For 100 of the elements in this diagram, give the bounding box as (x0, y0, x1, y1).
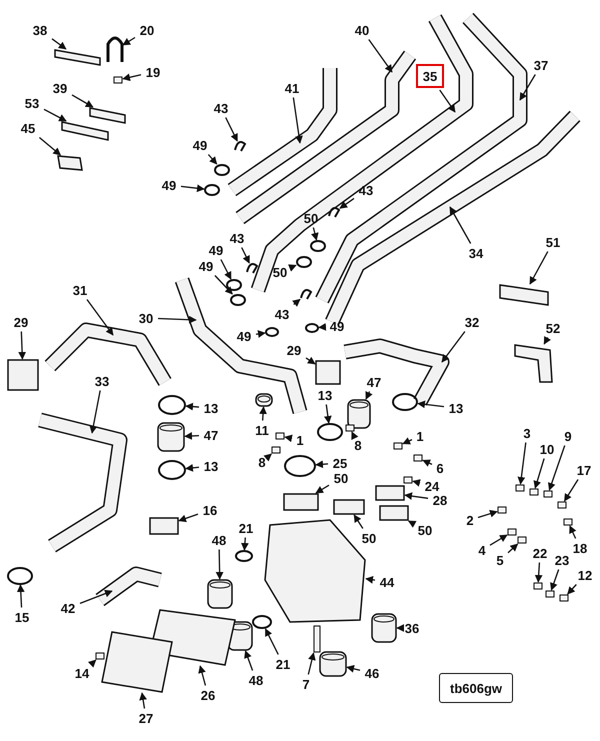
leader-line (44, 108, 67, 122)
callout-number: 8 (352, 438, 364, 452)
hose-clamp (317, 423, 343, 441)
leader-line (122, 74, 142, 82)
leader-line (315, 484, 330, 494)
callout-number: 1 (414, 428, 426, 444)
leader-line (548, 445, 566, 491)
bolt (498, 506, 506, 514)
callout-number: 37 (531, 58, 551, 72)
callout-number: 22 (530, 546, 550, 560)
leader-line (292, 298, 301, 307)
callout-number: 25 (330, 456, 350, 470)
callout-number: 32 (462, 314, 482, 330)
thermostat (207, 579, 233, 609)
gasket (283, 493, 319, 511)
callout-number: 19 (143, 64, 163, 80)
leader-line (417, 400, 444, 408)
callout-number: 28 (430, 492, 450, 508)
callout-number: 34 (466, 246, 486, 260)
leader-line (220, 259, 232, 280)
plug (319, 651, 347, 677)
leader-line (72, 94, 94, 108)
leader-line (288, 264, 297, 272)
leader-line (365, 391, 373, 400)
mounting-bracket (61, 121, 109, 141)
clip-bracket (57, 155, 83, 171)
leader-line (139, 692, 147, 709)
leader-line (346, 665, 360, 673)
flange-plate (7, 359, 39, 391)
bolt (518, 536, 526, 544)
thermostat-housing (375, 485, 405, 501)
callout-number: 4 (476, 542, 488, 558)
leader-line (404, 492, 428, 500)
callout-number: 49 (190, 138, 210, 152)
callout-number: 27 (136, 710, 156, 726)
callout-number: 48 (246, 672, 266, 688)
clamp-bracket (89, 107, 126, 124)
leader-line (185, 402, 200, 410)
o-ring (305, 323, 319, 333)
callout-number: 33 (92, 374, 112, 388)
callout-number: 31 (70, 282, 90, 298)
u-bolt (106, 36, 124, 62)
bolt (276, 432, 284, 440)
callout-number: 43 (211, 100, 231, 116)
leader-line (208, 154, 218, 165)
leader-line (534, 458, 545, 489)
callout-number: 9 (562, 428, 574, 444)
hose-clamp (392, 393, 418, 411)
callout-number: 52 (543, 320, 563, 336)
bolt (508, 528, 516, 536)
bolt (414, 454, 422, 462)
callout-number: 15 (12, 610, 32, 624)
gasket (149, 517, 179, 535)
leader-line (441, 331, 466, 363)
leader-line (324, 404, 332, 424)
callout-number: 13 (201, 458, 221, 474)
leader-line (368, 39, 393, 73)
callout-number: 47 (201, 428, 221, 442)
nut (558, 502, 566, 508)
leader-line (315, 460, 328, 468)
leader-line (241, 247, 250, 264)
callout-number: 49 (234, 328, 254, 344)
callout-number: 48 (209, 532, 229, 548)
leader-line (259, 406, 267, 421)
callout-number: 21 (236, 520, 256, 536)
leader-line (284, 434, 293, 442)
support-bracket (514, 344, 553, 383)
leader-line (351, 431, 358, 440)
callout-number: 29 (11, 314, 31, 330)
callout-number: 13 (315, 388, 335, 402)
callout-number: 8 (256, 454, 268, 470)
callout-number: 44 (377, 574, 397, 590)
callout-number: 30 (136, 310, 156, 326)
leader-line (396, 624, 404, 632)
callout-number: 11 (252, 422, 272, 438)
callout-number: 53 (22, 96, 42, 110)
nut (560, 594, 568, 602)
leader-line (80, 590, 113, 604)
leader-line (569, 525, 576, 539)
leader-line (422, 460, 432, 467)
callout-number: 23 (552, 552, 572, 568)
leader-line (122, 36, 136, 46)
leader-line (529, 251, 548, 285)
leader-line (225, 117, 238, 142)
leader-line (16, 584, 25, 608)
gasket (333, 499, 365, 515)
callout-number: 42 (58, 600, 78, 616)
o-ring (204, 184, 220, 196)
callout-number: 13 (446, 400, 466, 416)
callout-number: 43 (227, 230, 247, 246)
coolant-pipe (96, 566, 162, 606)
washer (346, 424, 354, 432)
callout-number: 26 (198, 688, 218, 702)
washer (530, 488, 538, 496)
callout-number: 47 (364, 374, 384, 390)
leader-line (534, 562, 543, 583)
leader-line (408, 520, 417, 528)
callout-number: 12 (575, 568, 595, 582)
leader-line (508, 543, 518, 554)
leader-line (550, 569, 560, 591)
